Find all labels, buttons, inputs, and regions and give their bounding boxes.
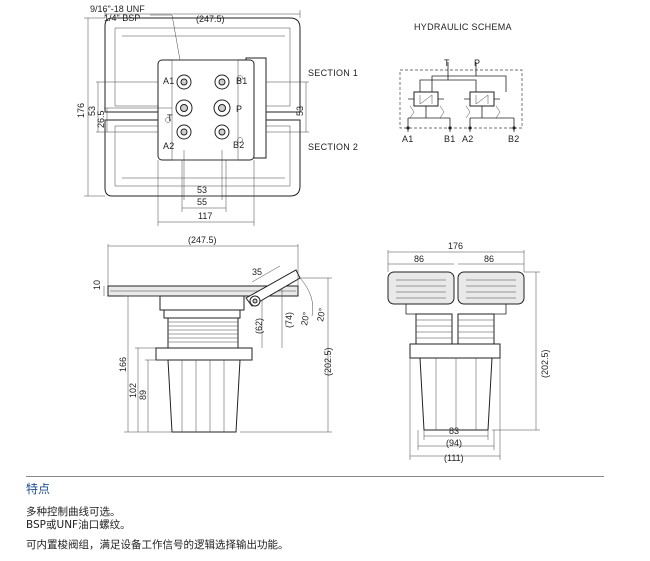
side-angle-20a: 20° [299,311,311,327]
section-2-label: SECTION 2 [308,142,358,152]
front-dim-94: (94) [446,438,462,448]
dim-53-left: 53 [87,106,97,116]
threaded-section [167,317,239,349]
schema-label-a2: A2 [462,134,474,144]
front-dim-86-left: 86 [414,254,424,264]
pedal-front-left [387,271,455,305]
valve-symbol-2 [464,91,501,119]
schema-label-p: P [474,58,480,68]
thread-label-bsp: 1/4" BSP [104,13,140,23]
technical-drawing: A1 B1 T P A2 B2 9/16"-18 UNF 1/4" BSP (2… [76,4,550,463]
dim-26-5: 26.5 [96,110,106,128]
dim-117: 117 [198,211,212,221]
feature-line-3: 可内置梭阀组，满足设备工作信号的逻辑选择输出功能。 [26,539,289,551]
port-label-b2: B2 [233,140,245,150]
side-dim-35: 35 [252,267,262,277]
port-label-b1: B1 [236,76,248,86]
features-heading: 特点 [26,482,51,496]
port-label-a2: A2 [163,141,175,151]
side-dim-166: 166 [118,357,128,372]
side-dim-width: (247.5) [188,235,217,245]
side-dim-62: (62) [254,318,264,334]
side-view: (247.5) 10 35 (62) (74) 20° 20° (202.5) … [92,235,333,433]
front-dim-176: 176 [448,241,463,251]
side-dim-102: 102 [128,383,138,398]
schema-label-b2: B2 [508,134,520,144]
front-dim-86-right: 86 [484,254,494,264]
thread-label-unf: 9/16"-18 UNF [90,4,145,14]
front-dim-83: 83 [449,426,459,436]
schema-title: HYDRAULIC SCHEMA [414,22,512,32]
side-dim-74: (74) [284,312,294,328]
section-1-label: SECTION 1 [308,68,358,78]
dim-53-right: 53 [295,106,305,116]
dim-55: 55 [197,197,207,207]
dim-width-overall: (247.5) [196,14,225,24]
port-holes [165,74,243,143]
hydraulic-schema: HYDRAULIC SCHEMA T P A1 B1 A2 B2 [399,22,523,144]
front-dim-202-5: (202.5) [540,349,550,378]
pedal-front-right [457,271,525,305]
dim-53-bottom: 53 [197,185,207,195]
port-label-a1: A1 [163,76,175,86]
feature-line-1: 多种控制曲线可选。 [26,506,121,518]
mounting-flange [155,347,253,361]
schema-label-a1: A1 [402,134,414,144]
valve-lower-body [167,359,241,433]
side-dim-89: 89 [138,390,148,400]
dim-height-176: 176 [76,103,86,118]
top-view: A1 B1 T P A2 B2 9/16"-18 UNF 1/4" BSP (2… [76,4,358,226]
side-dim-202-5: (202.5) [323,347,333,376]
feature-line-2: BSP或UNF油口螺纹。 [26,519,131,531]
schema-label-b1: B1 [444,134,456,144]
side-angle-20b: 20° [315,307,327,323]
side-dim-10: 10 [92,280,102,290]
valve-symbol-1 [408,91,445,119]
port-label-t: T [167,113,173,123]
section-divider [26,476,604,477]
schema-label-t: T [444,58,450,68]
port-label-p: P [236,104,242,114]
front-view: 176 86 86 (202.5) 83 (94) (111) [387,241,550,463]
front-dim-111: (111) [444,453,464,463]
